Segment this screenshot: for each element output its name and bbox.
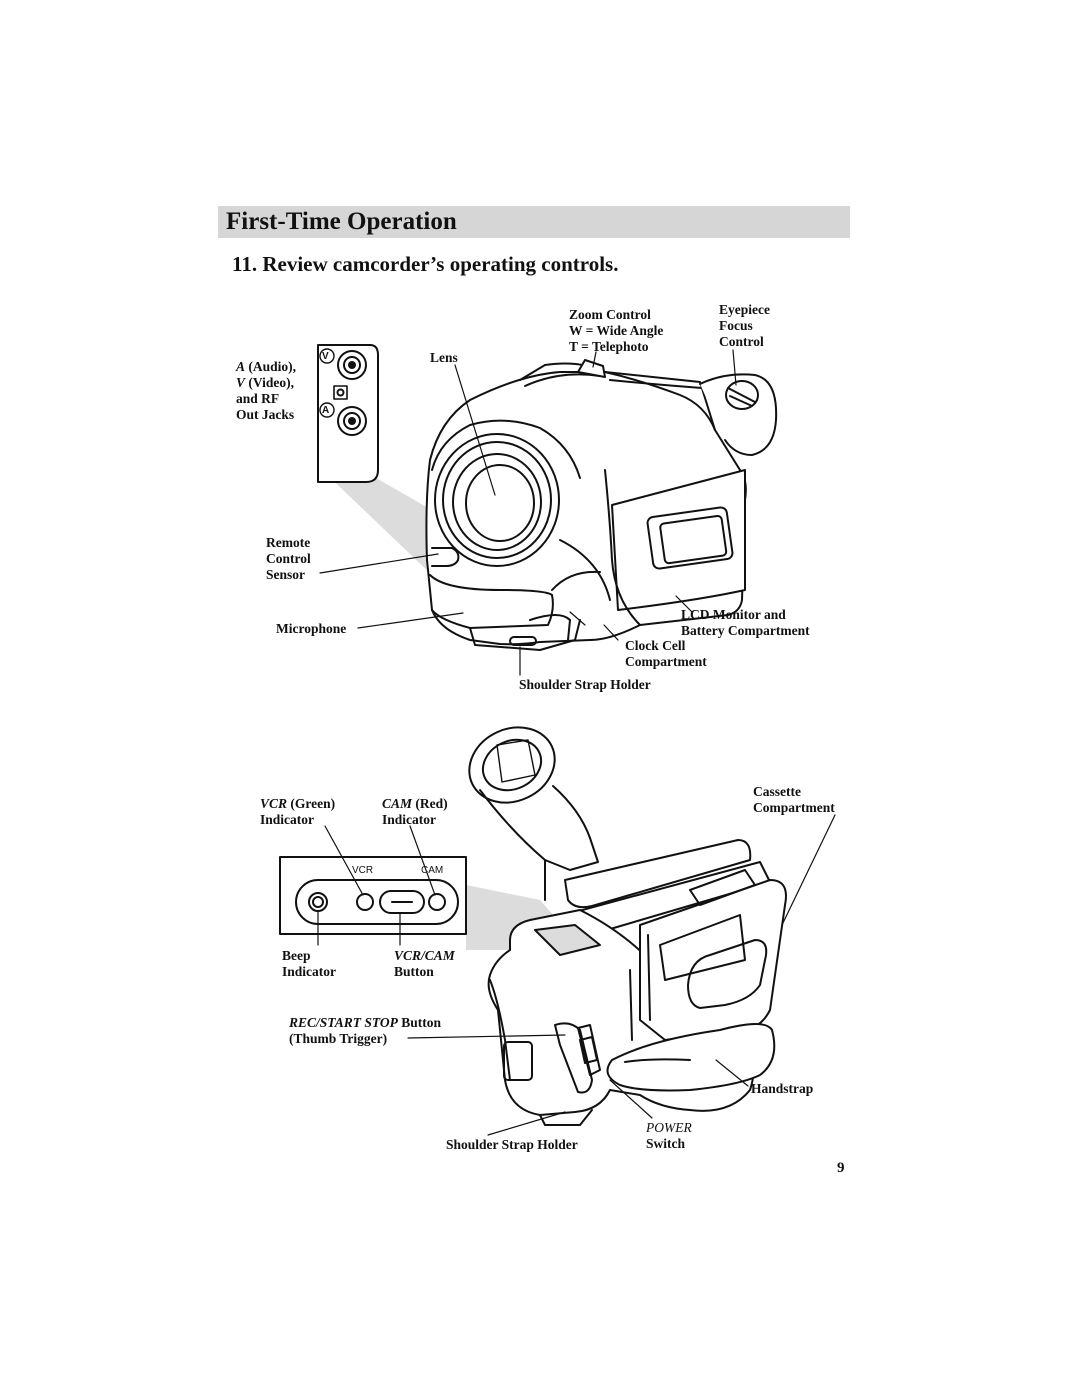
panel-vcr-text: VCR <box>352 865 374 876</box>
top-leader-lines <box>319 349 737 676</box>
rec-start-button-label: REC/START STOP Button (Thumb Trigger) <box>289 1015 442 1046</box>
zoom-control-label: Zoom Control W = Wide Angle T = Telephot… <box>569 307 664 354</box>
page-number: 9 <box>837 1160 845 1176</box>
cassette-compartment-label: Cassette Compartment <box>753 784 835 815</box>
vcr-indicator-label: VCR (Green) Indicator <box>260 796 336 827</box>
beep-indicator-label: Beep Indicator <box>282 948 336 979</box>
lens-label: Lens <box>430 350 458 365</box>
step-title: 11. Review camcorder’s operating control… <box>232 252 619 276</box>
vcr-cam-button-label: VCR/CAM Button <box>394 948 455 979</box>
camcorder-rear-body <box>466 726 787 1126</box>
shoulder-strap-holder-top-label: Shoulder Strap Holder <box>519 677 651 692</box>
av-jack-panel-inset <box>317 344 458 575</box>
av-jacks-label: A (Audio), V (Video), and RF Out Jacks <box>236 359 297 422</box>
clock-cell-label: Clock Cell Compartment <box>625 638 707 669</box>
cam-indicator-label: CAM (Red) Indicator <box>382 796 448 827</box>
panel-cam-text: CAM <box>421 865 444 876</box>
section-header-bar: First-Time Operation <box>218 206 850 238</box>
section-title: First-Time Operation <box>226 208 457 235</box>
audio-jack-letter: A <box>322 405 330 416</box>
power-switch-label: POWER Switch <box>646 1120 692 1151</box>
shoulder-strap-holder-bottom-label: Shoulder Strap Holder <box>446 1137 578 1152</box>
eyepiece-focus-label: Eyepiece Focus Control <box>719 302 770 349</box>
microphone-label: Microphone <box>276 621 347 636</box>
camcorder-front-body <box>425 359 778 651</box>
video-jack-letter: V <box>322 351 329 362</box>
remote-sensor-label: Remote Control Sensor <box>266 535 311 582</box>
handstrap-label: Handstrap <box>751 1081 814 1096</box>
bottom-leader-lines <box>317 814 836 1136</box>
lcd-battery-label: LCD Monitor and Battery Compartment <box>681 607 810 638</box>
